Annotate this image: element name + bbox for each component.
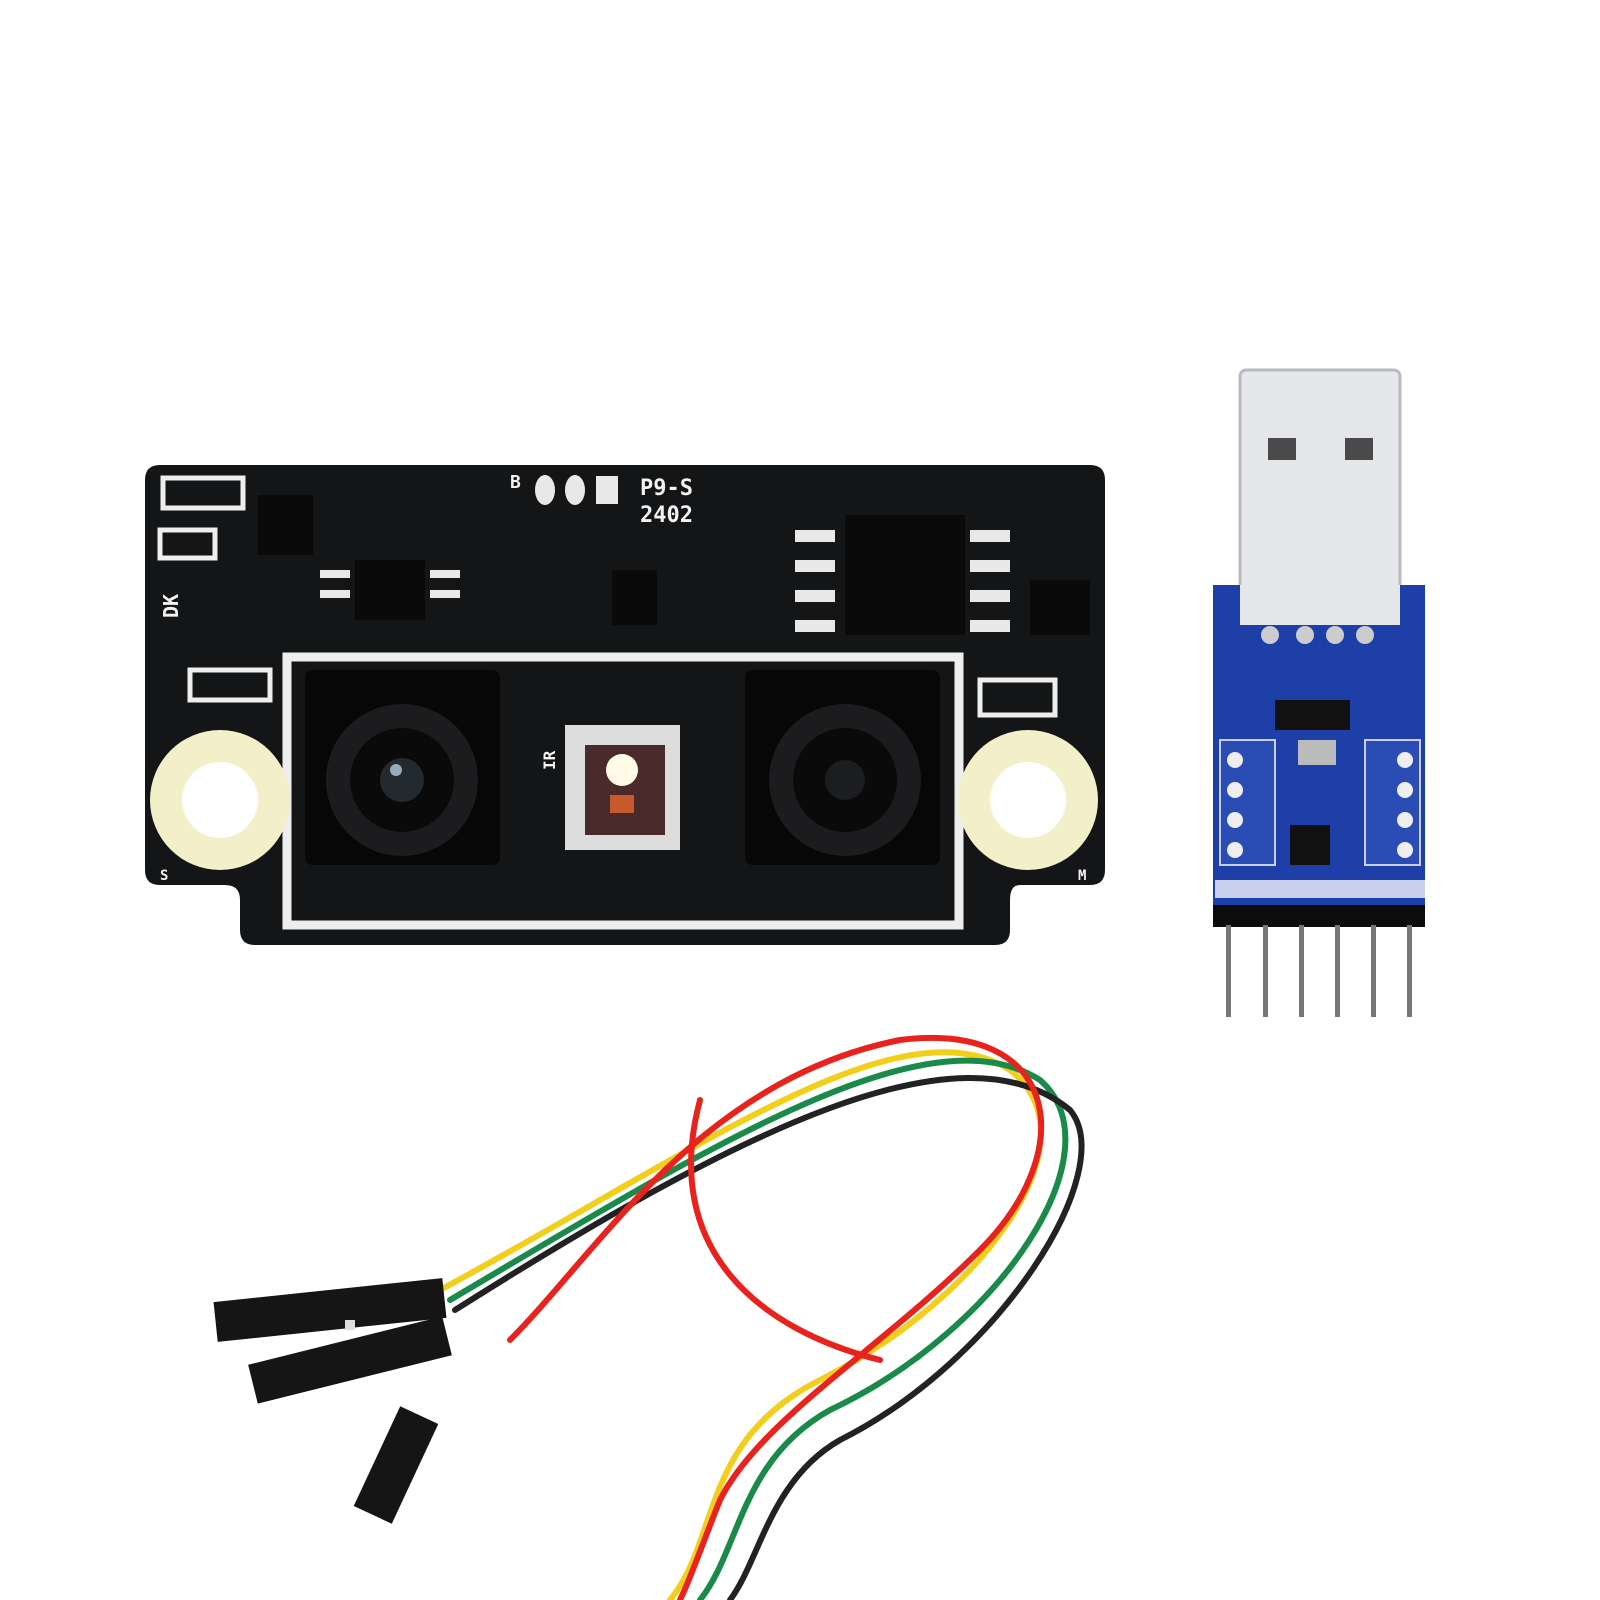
left-camera-module xyxy=(305,670,500,865)
dupont-connectors xyxy=(213,1278,452,1524)
mounting-hole-right xyxy=(958,730,1098,870)
header-pins xyxy=(1226,925,1412,1017)
pin-header xyxy=(1213,905,1425,927)
usb-plug xyxy=(1238,368,1402,622)
label-s: S xyxy=(160,868,168,884)
smd-pads xyxy=(157,475,1058,718)
chips xyxy=(258,495,1090,635)
right-camera-module xyxy=(745,670,940,865)
model-label: P9-S xyxy=(640,476,693,501)
label-dk: DK xyxy=(159,594,183,618)
mounting-hole-left xyxy=(150,730,290,870)
label-ir: IR xyxy=(540,750,559,770)
label-b: B xyxy=(510,472,521,493)
usb-ttl-adapter xyxy=(1213,368,1425,1017)
date-label: 2402 xyxy=(640,503,693,528)
ir-led xyxy=(565,725,680,850)
dupont-cable xyxy=(437,1035,1085,1600)
label-m: M xyxy=(1078,868,1086,884)
stereo-camera-board: P9-S 2402 B DK IR S M xyxy=(145,465,1105,945)
